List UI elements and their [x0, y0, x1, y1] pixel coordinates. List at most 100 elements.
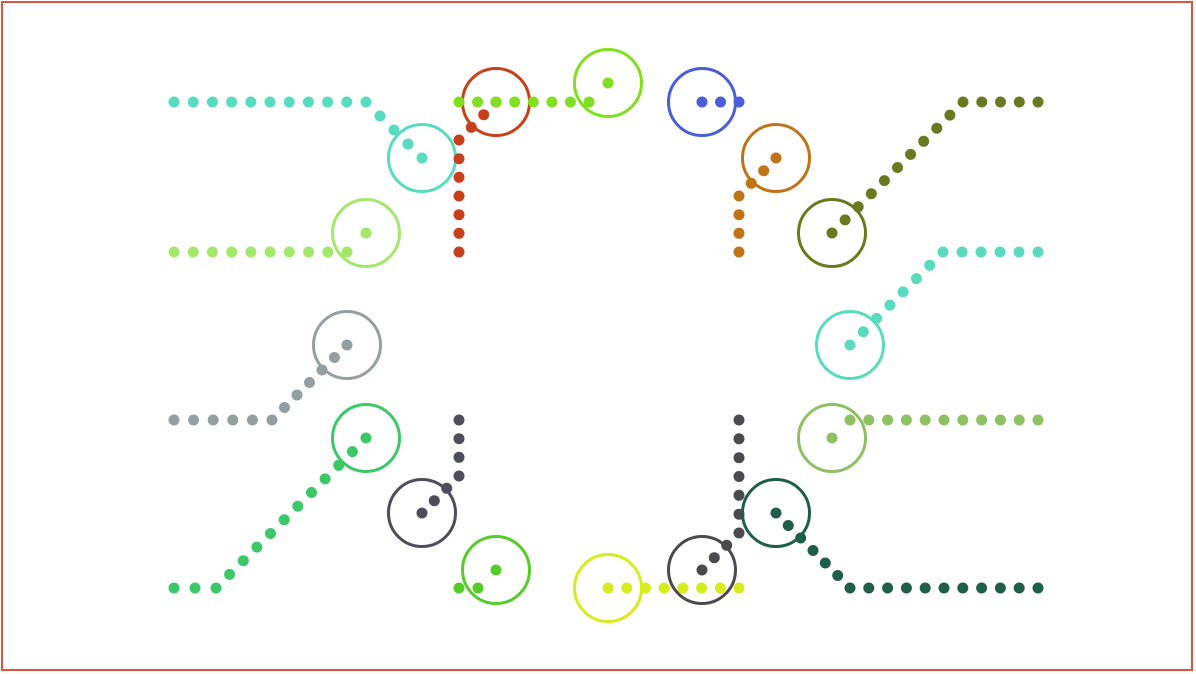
connector-dot — [189, 582, 201, 594]
connector-dot — [882, 414, 894, 426]
connector-16 — [741, 478, 1044, 594]
connector-dot — [900, 582, 912, 594]
node-center-dot — [602, 77, 614, 89]
connector-dot — [957, 96, 969, 108]
node-ring — [797, 198, 867, 268]
connector-dot — [733, 433, 745, 445]
connector-dot — [453, 470, 465, 482]
connector-dot — [1013, 96, 1025, 108]
connector-dot — [206, 246, 218, 258]
connector-dot — [207, 414, 219, 426]
connector-dot — [919, 582, 931, 594]
connector-dot — [329, 352, 340, 363]
connector-dot — [245, 96, 257, 108]
node-ring — [387, 478, 457, 548]
connector-dot — [919, 414, 931, 426]
node-center-dot — [696, 96, 708, 108]
connector-dot — [733, 489, 745, 501]
connector-dot — [168, 414, 180, 426]
connector-dot — [924, 259, 936, 271]
node-ring — [741, 123, 811, 193]
connector-dot — [265, 528, 276, 539]
connector-dot — [994, 246, 1006, 258]
connector-11 — [387, 414, 465, 548]
connector-dot — [292, 500, 304, 512]
connector-dot — [341, 96, 353, 108]
connector-dot — [306, 487, 317, 498]
connector-8 — [815, 246, 1044, 380]
connector-dot — [1032, 582, 1044, 594]
connector-dot — [187, 96, 199, 108]
connector-dot — [733, 471, 745, 482]
connector-dot — [621, 582, 633, 594]
connector-dot — [453, 96, 465, 108]
connector-10 — [168, 403, 401, 594]
connector-dot — [402, 138, 414, 150]
connector-dot — [527, 96, 539, 108]
connector-dot — [360, 96, 372, 108]
connector-dot — [976, 96, 988, 108]
connector-dot — [937, 246, 949, 258]
node-ring — [573, 48, 643, 118]
connector-dot — [264, 96, 276, 108]
connector-dot — [226, 246, 238, 258]
connector-dot — [884, 299, 896, 311]
node-center-dot — [770, 507, 782, 519]
connector-dot — [1032, 246, 1044, 258]
connector-dot — [453, 582, 465, 594]
connector-dot — [975, 246, 987, 258]
node-center-dot — [770, 152, 782, 164]
connector-dot — [341, 246, 353, 258]
connector-dot — [453, 246, 465, 258]
connector-dot — [931, 122, 943, 134]
node-ring — [312, 310, 382, 380]
connector-7 — [797, 96, 1044, 268]
connector-dot — [882, 582, 894, 594]
connector-dot — [490, 96, 502, 108]
connector-dot — [374, 110, 386, 122]
connector-dot — [708, 552, 720, 564]
node-center-dot — [602, 582, 614, 594]
connector-dot — [938, 582, 950, 594]
node-ring — [667, 535, 737, 605]
connector-6 — [733, 123, 811, 258]
connector-dot — [807, 545, 819, 556]
node-center-dot — [826, 227, 838, 239]
connector-dot — [227, 414, 239, 426]
node-ring — [461, 535, 531, 605]
connector-dot — [304, 377, 315, 388]
connector-dot — [478, 109, 490, 121]
connector-9 — [168, 310, 382, 426]
connector-dot — [291, 389, 303, 401]
connector-dot — [278, 514, 290, 526]
connector-dot — [696, 582, 708, 594]
connector-1 — [168, 96, 457, 193]
connector-dot — [957, 414, 969, 426]
connector-dot — [715, 96, 726, 108]
connector-dot — [733, 452, 745, 464]
connector-dot — [453, 414, 465, 426]
connector-dot — [237, 555, 249, 567]
connector-dot — [453, 190, 465, 202]
connector-dot — [187, 246, 199, 258]
connector-dot — [465, 121, 477, 133]
node-ring — [797, 403, 867, 473]
connector-dot — [733, 246, 745, 258]
connector-dot — [857, 326, 869, 338]
connector-dot — [819, 557, 831, 569]
connector-dot — [266, 414, 278, 426]
connector-dot — [564, 96, 576, 108]
connector-dot — [206, 96, 218, 108]
node-ring — [331, 198, 401, 268]
connector-dot — [677, 582, 689, 594]
connector-dot — [546, 96, 558, 108]
connector-dot — [388, 124, 400, 136]
connector-dot — [322, 96, 334, 108]
connector-12 — [453, 535, 531, 605]
connector-dot — [283, 96, 295, 108]
connector-dot — [976, 582, 988, 594]
connector-dot — [733, 209, 745, 221]
connector-dot — [283, 246, 295, 258]
connector-5 — [667, 67, 745, 137]
